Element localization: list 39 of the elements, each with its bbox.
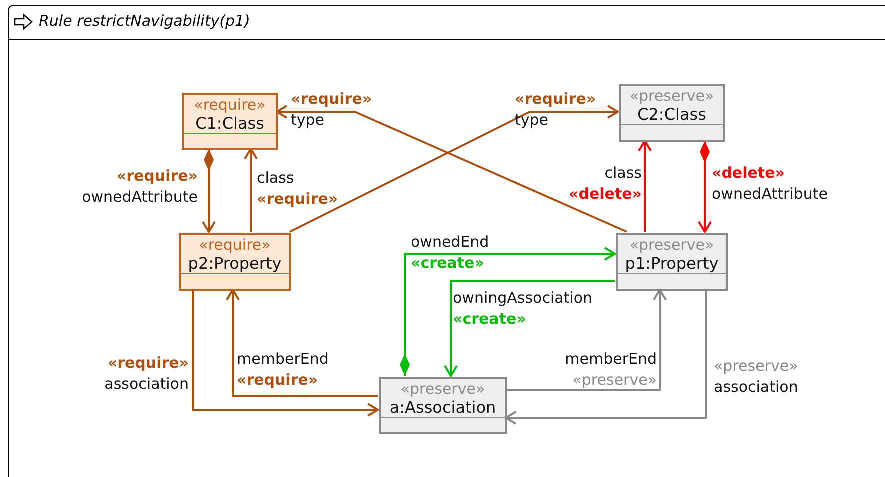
edge-label: class «delete»: [569, 163, 642, 205]
association-arrow: [444, 280, 615, 377]
object-name: p1:Property: [624, 254, 720, 273]
stereotype-label: «require»: [198, 236, 272, 254]
stereotype-label: «require»: [193, 96, 267, 114]
object-box: [616, 233, 728, 291]
association-arrow: [506, 289, 667, 391]
association-arrow: [244, 148, 258, 232]
object-name: C2:Class: [636, 105, 708, 124]
edge-label: «preserve» association: [714, 356, 798, 398]
stereotype-label: «preserve»: [628, 236, 716, 254]
edge-label: «delete» ownedAttribute: [712, 163, 828, 205]
object-box: [619, 84, 725, 142]
association-arrow: [202, 149, 216, 233]
association-arrow: [226, 289, 378, 397]
stereotype-label: «preserve»: [628, 87, 716, 105]
edge-label: ownedEnd «create»: [411, 232, 490, 274]
object-box: [182, 93, 278, 150]
edge-label: «require» ownedAttribute: [82, 166, 198, 208]
association-arrow: [192, 290, 379, 417]
edge-label: «require» association: [104, 353, 189, 395]
association-arrow: [400, 247, 616, 376]
object-name: p2:Property: [187, 254, 283, 273]
edge-label: memberEnd «require»: [237, 349, 329, 391]
rule-frame: [8, 5, 885, 477]
edge-label: «require» type: [515, 89, 596, 131]
rule-title: Rule restrictNavigability(p1): [39, 12, 250, 30]
edge-label: class «require»: [257, 168, 338, 210]
edge-label: memberEnd «preserve»: [565, 349, 657, 391]
association-arrow: [638, 140, 652, 232]
edge-label: «require» type: [291, 89, 372, 131]
object-name: C1:Class: [194, 114, 266, 133]
object-name: a:Association: [388, 398, 498, 417]
association-arrow: [698, 141, 712, 233]
edge-label: owningAssociation «create»: [453, 288, 593, 330]
association-arrow: [505, 290, 707, 425]
stereotype-label: «preserve»: [400, 380, 486, 398]
object-box: [379, 377, 507, 434]
object-box: [179, 233, 291, 291]
